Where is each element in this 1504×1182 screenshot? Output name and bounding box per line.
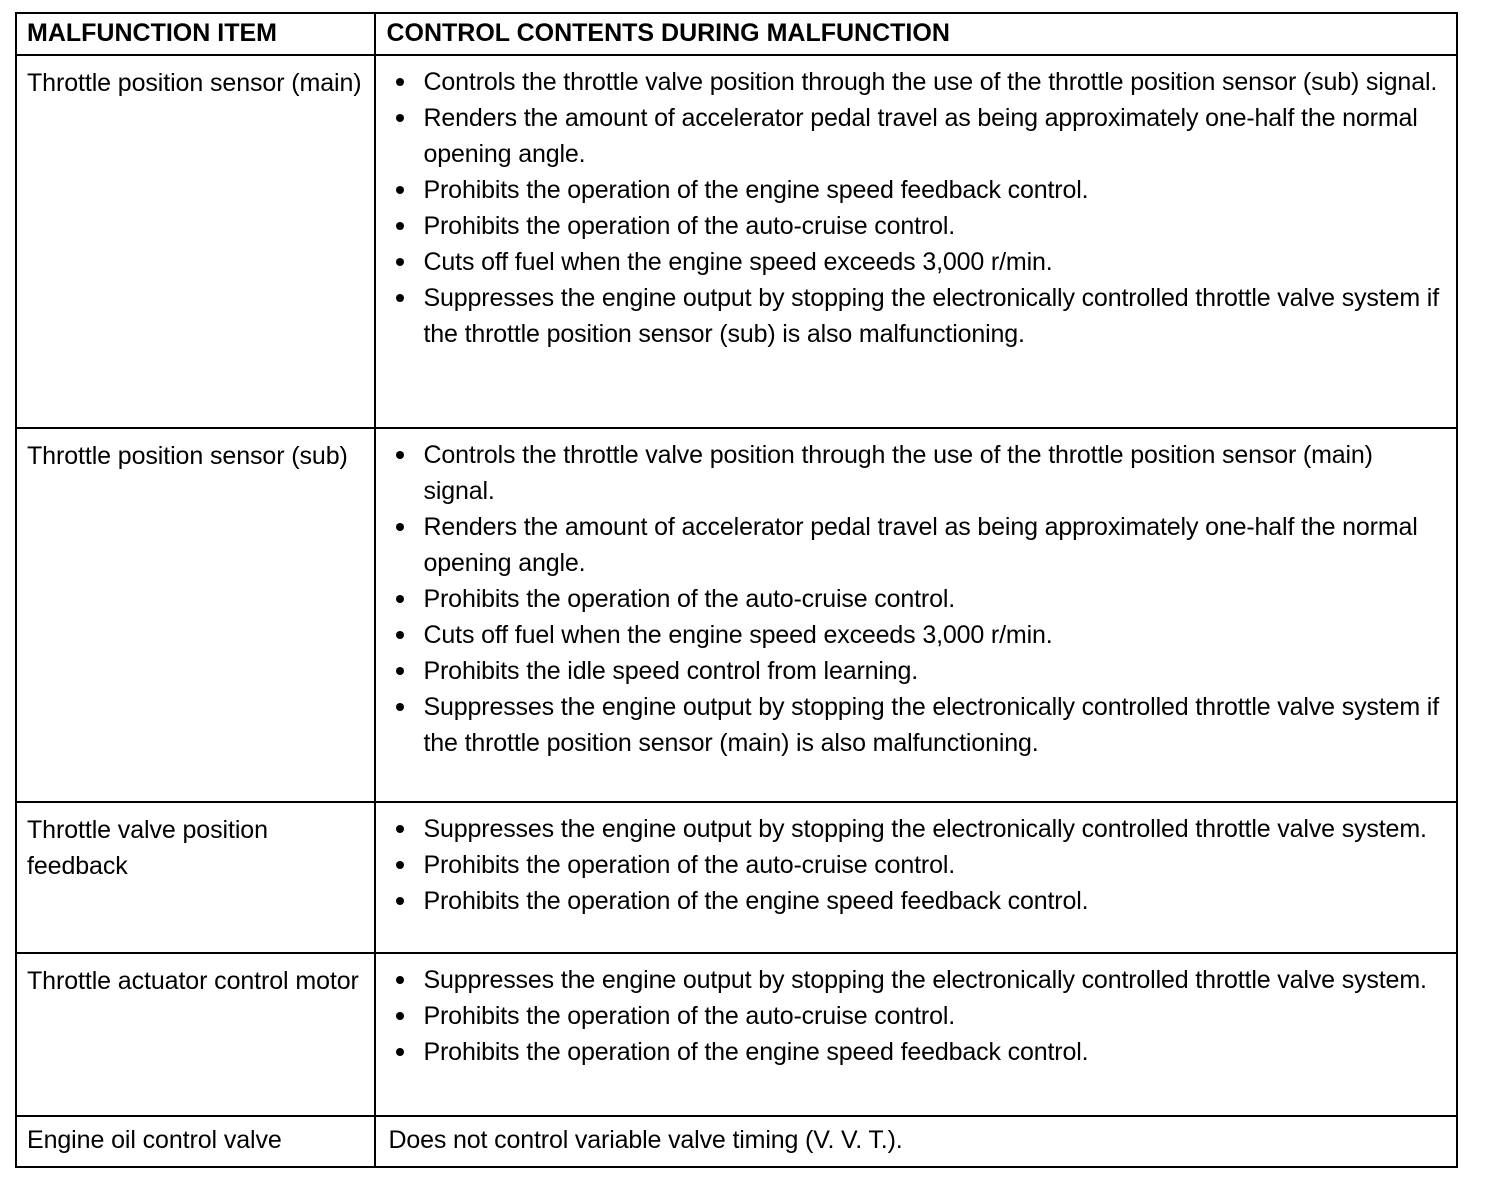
table-header: MALFUNCTION ITEM CONTROL CONTENTS DURING… [14,12,1458,56]
bullet-icon [396,703,405,711]
list-item-text: Cuts off fuel when the engine speed exce… [423,248,1053,276]
bullet-icon [396,294,405,302]
list-item: Suppresses the engine output by stopping… [376,962,1446,998]
list-item: Prohibits the idle speed control from le… [376,653,1446,689]
list-item-text: Prohibits the idle speed control from le… [423,657,919,685]
list-item: Cuts off fuel when the engine speed exce… [376,617,1446,653]
list-item-text: Renders the amount of accelerator pedal … [423,104,1418,168]
bullet-icon [396,861,405,869]
control-contents-list: Controls the throttle valve position thr… [376,56,1456,358]
control-contents-cell: Suppresses the engine output by stopping… [374,952,1458,1117]
list-item: Prohibits the operation of the auto-crui… [376,208,1446,244]
malfunction-item-label: Engine oil control valve [27,1126,282,1154]
bullet-icon [396,523,405,531]
list-item-text: Prohibits the operation of the auto-crui… [423,851,956,879]
control-contents-list: Controls the throttle valve position thr… [376,429,1456,767]
column-header-malfunction-item: MALFUNCTION ITEM [14,12,377,56]
list-item-text: Renders the amount of accelerator pedal … [423,513,1418,577]
malfunction-item-label: Throttle actuator control motor [27,967,359,995]
column-header-malfunction-item-label: MALFUNCTION ITEM [27,19,277,47]
list-item-text: Prohibits the operation of the auto-crui… [423,212,956,240]
list-item-text: Cuts off fuel when the engine speed exce… [423,621,1053,649]
list-item: Controls the throttle valve position thr… [376,64,1446,100]
bullet-icon [396,114,405,122]
list-item-text: Suppresses the engine output by stopping… [423,815,1427,843]
list-item: Renders the amount of accelerator pedal … [376,509,1446,581]
bullet-icon [396,222,405,230]
table-row: Throttle position sensor (main) Controls… [14,54,1458,429]
list-item-text: Prohibits the operation of the engine sp… [423,176,1089,204]
control-contents-cell: Controls the throttle valve position thr… [374,427,1458,803]
list-item: Prohibits the operation of the auto-crui… [376,581,1446,617]
bullet-icon [396,1048,405,1056]
table-row: Throttle position sensor (sub) Controls … [14,427,1458,803]
list-item-text: Suppresses the engine output by stopping… [423,284,1439,348]
table-header-row: MALFUNCTION ITEM CONTROL CONTENTS DURING… [14,12,1458,56]
bullet-icon [396,1012,405,1020]
malfunction-item-cell: Throttle position sensor (sub) [14,427,377,803]
column-header-control-contents: CONTROL CONTENTS DURING MALFUNCTION [374,12,1458,56]
bullet-icon [396,186,405,194]
bullet-icon [396,258,405,266]
list-item-text: Controls the throttle valve position thr… [423,68,1438,96]
list-item-text: Controls the throttle valve position thr… [423,441,1373,505]
list-item: Prohibits the operation of the auto-crui… [376,847,1446,883]
column-header-control-contents-label: CONTROL CONTENTS DURING MALFUNCTION [386,19,950,47]
table-body: Throttle position sensor (main) Controls… [14,54,1458,1168]
bullet-icon [396,897,405,905]
table-row: Engine oil control valve Does not contro… [14,1115,1458,1168]
list-item-text: Prohibits the operation of the engine sp… [423,1038,1089,1066]
list-item-text: Prohibits the operation of the auto-crui… [423,1002,956,1030]
bullet-icon [396,78,405,86]
list-item: Suppresses the engine output by stopping… [376,811,1446,847]
bullet-icon [396,976,405,984]
malfunction-item-label: Throttle position sensor (sub) [27,442,348,470]
list-item: Suppresses the engine output by stopping… [376,689,1446,761]
bullet-icon [396,825,405,833]
malfunction-item-label: Throttle position sensor (main) [27,69,362,97]
bullet-icon [396,595,405,603]
list-item: Controls the throttle valve position thr… [376,437,1446,509]
bullet-icon [396,451,405,459]
list-item: Suppresses the engine output by stopping… [376,280,1446,352]
list-item: Renders the amount of accelerator pedal … [376,100,1446,172]
control-contents-text: Does not control variable valve timing (… [388,1126,903,1154]
control-contents-list: Suppresses the engine output by stopping… [376,954,1456,1076]
list-item: Prohibits the operation of the engine sp… [376,883,1446,919]
malfunction-item-label: Throttle valve position feedback [27,816,268,880]
list-item: Prohibits the operation of the engine sp… [376,1034,1446,1070]
list-item-text: Suppresses the engine output by stopping… [423,966,1427,994]
table-row: Throttle actuator control motor Suppress… [14,952,1458,1117]
control-contents-list: Suppresses the engine output by stopping… [376,803,1456,925]
malfunction-item-cell: Throttle valve position feedback [14,801,377,954]
malfunction-item-cell: Engine oil control valve [14,1115,377,1168]
list-item-text: Prohibits the operation of the auto-crui… [423,585,956,613]
list-item-text: Prohibits the operation of the engine sp… [423,887,1089,915]
list-item: Cuts off fuel when the engine speed exce… [376,244,1446,280]
list-item: Prohibits the operation of the engine sp… [376,172,1446,208]
list-item-text: Suppresses the engine output by stopping… [423,693,1439,757]
malfunction-item-cell: Throttle actuator control motor [14,952,377,1117]
control-contents-cell: Suppresses the engine output by stopping… [374,801,1458,954]
list-item: Prohibits the operation of the auto-crui… [376,998,1446,1034]
control-contents-cell: Does not control variable valve timing (… [374,1115,1458,1168]
control-contents-cell: Controls the throttle valve position thr… [374,54,1458,429]
malfunction-control-table: MALFUNCTION ITEM CONTROL CONTENTS DURING… [14,12,1458,1168]
bullet-icon [396,667,405,675]
bullet-icon [396,631,405,639]
malfunction-item-cell: Throttle position sensor (main) [14,54,377,429]
table-row: Throttle valve position feedback Suppres… [14,801,1458,954]
